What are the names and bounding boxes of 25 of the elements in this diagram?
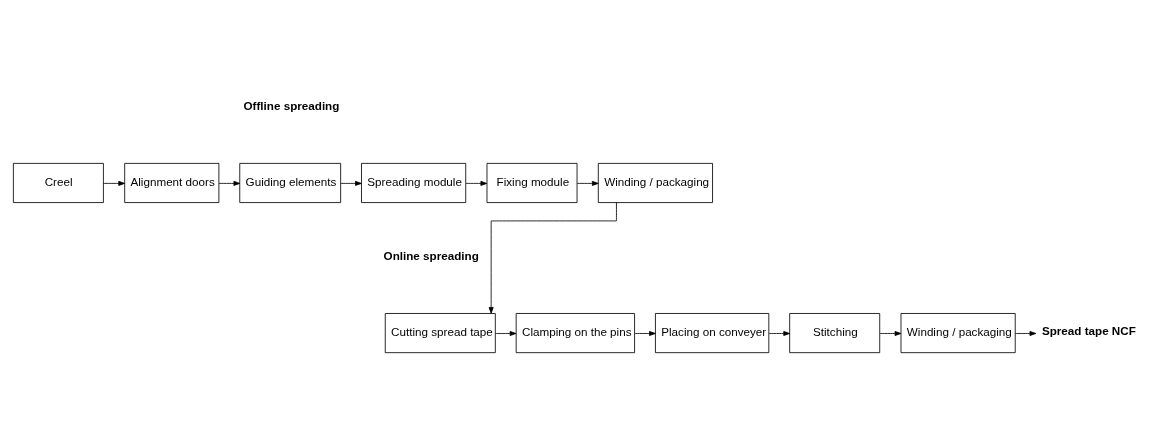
arrow [488, 202, 617, 314]
node-box: Spreading module [361, 162, 467, 203]
node-box: Cutting spread tape [384, 313, 496, 354]
node-box: Guiding elements [239, 162, 342, 203]
label: Online spreading [383, 249, 479, 263]
arrow [340, 180, 362, 186]
node-box: Placing on conveyer [655, 313, 770, 354]
node-box: Alignment doors [124, 162, 220, 203]
arrow [495, 331, 517, 336]
node-box: Fixing module [486, 162, 578, 203]
arrow [103, 180, 125, 186]
node-box: Clamping on the pins [515, 313, 635, 354]
node-text: Spread tape NCF [1041, 324, 1136, 338]
label: Offline spreading [243, 99, 340, 113]
arrow [576, 180, 599, 186]
arrow [634, 331, 656, 336]
arrow [1015, 331, 1037, 336]
node-box: Winding / packaging [900, 313, 1016, 354]
node-box: Stitching [789, 313, 881, 354]
arrow [879, 331, 902, 336]
node-box: Creel [12, 162, 104, 203]
arrow [768, 331, 791, 336]
node-box: Winding / packaging [597, 162, 713, 203]
arrow [218, 180, 241, 186]
arrow [465, 180, 488, 186]
